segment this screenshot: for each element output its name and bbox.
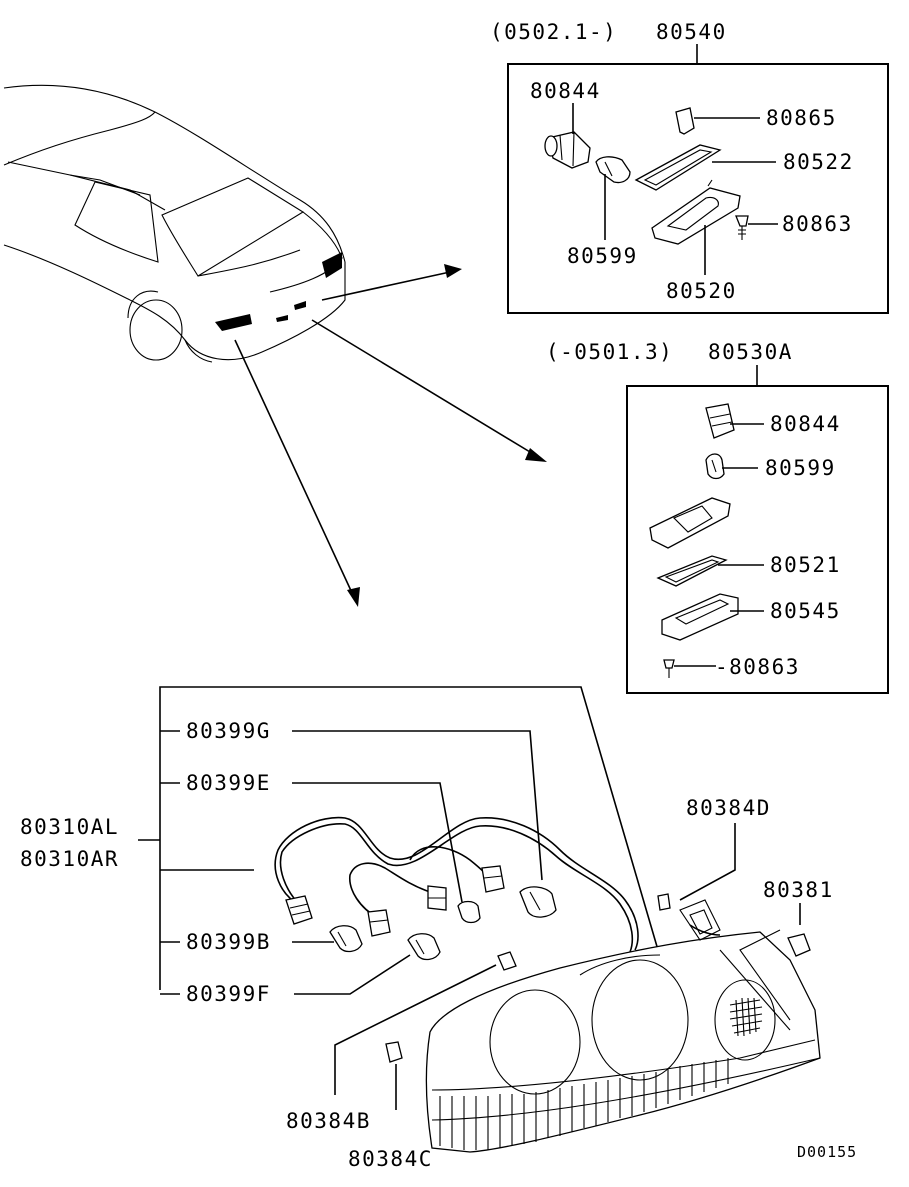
label-80545: 80545	[770, 599, 841, 623]
harness-sockets	[285, 865, 505, 937]
socket-icon	[705, 403, 735, 439]
bulbs	[329, 886, 557, 961]
bracket-leaders	[138, 686, 801, 1110]
lower-group-range: (-0501.3)	[546, 340, 673, 364]
upper-group-range: (0502.1-)	[490, 20, 617, 44]
bulb-icon	[329, 925, 363, 953]
cover-icon	[661, 593, 739, 641]
label-80863-lower: -80863	[715, 655, 800, 679]
label-80381: 80381	[763, 878, 834, 902]
lower-box-parts	[649, 403, 739, 678]
bulb-icon	[407, 933, 441, 961]
label-80399f: 80399F	[186, 982, 271, 1006]
label-80399b: 80399B	[186, 930, 271, 954]
upper-group-part-no: 80540	[656, 20, 727, 44]
socket-icon	[367, 909, 391, 937]
clip-icon	[497, 951, 517, 971]
label-80521: 80521	[770, 553, 841, 577]
label-80384d: 80384D	[686, 796, 771, 820]
upper-box	[507, 63, 889, 314]
screw-icon	[663, 659, 675, 678]
screw-icon	[735, 215, 749, 240]
lower-box-leaders	[674, 423, 764, 667]
lamp-grid	[729, 997, 763, 1037]
label-80384c: 80384C	[348, 1147, 433, 1171]
clip-icon	[657, 893, 671, 911]
gasket-icon	[634, 144, 722, 191]
bulb-icon	[595, 156, 631, 184]
label-80522: 80522	[783, 150, 854, 174]
pointer-arrows	[234, 264, 547, 607]
screw-icon	[787, 933, 811, 957]
label-80310ar: 80310AR	[20, 847, 119, 871]
label-80310al: 80310AL	[20, 815, 119, 839]
label-80865: 80865	[766, 106, 837, 130]
label-80844-lower: 80844	[770, 412, 841, 436]
bulb-icon	[457, 900, 481, 924]
fasteners	[385, 893, 811, 1063]
socket-icon	[544, 131, 591, 169]
label-80384b: 80384B	[286, 1109, 371, 1133]
label-80599-upper: 80599	[567, 244, 638, 268]
upper-box-leaders	[572, 103, 778, 275]
label-80399e: 80399E	[186, 771, 271, 795]
label-80863-upper: 80863	[782, 212, 853, 236]
socket-icon	[427, 885, 447, 911]
housing-icon	[651, 179, 741, 245]
label-80399g: 80399G	[186, 719, 271, 743]
socket-icon	[285, 895, 313, 925]
label-80599-lower: 80599	[765, 456, 836, 480]
lamp-lens-stripes	[439, 1058, 729, 1150]
label-80844-upper: 80844	[530, 79, 601, 103]
lamp-base-icon	[649, 497, 731, 549]
diagram-code: D00155	[797, 1143, 857, 1161]
label-80520: 80520	[666, 279, 737, 303]
socket-icon	[481, 865, 505, 893]
tail-lamp-icon	[425, 899, 821, 1153]
car-outline	[3, 84, 346, 363]
clip-icon	[385, 1041, 403, 1063]
gasket-icon	[656, 555, 728, 587]
bulb-icon	[705, 453, 725, 480]
clip-icon	[675, 107, 695, 135]
lower-group-part-no: 80530A	[708, 340, 793, 364]
bulb-icon	[519, 886, 557, 918]
upper-box-parts	[544, 107, 749, 245]
lower-box	[626, 385, 889, 694]
